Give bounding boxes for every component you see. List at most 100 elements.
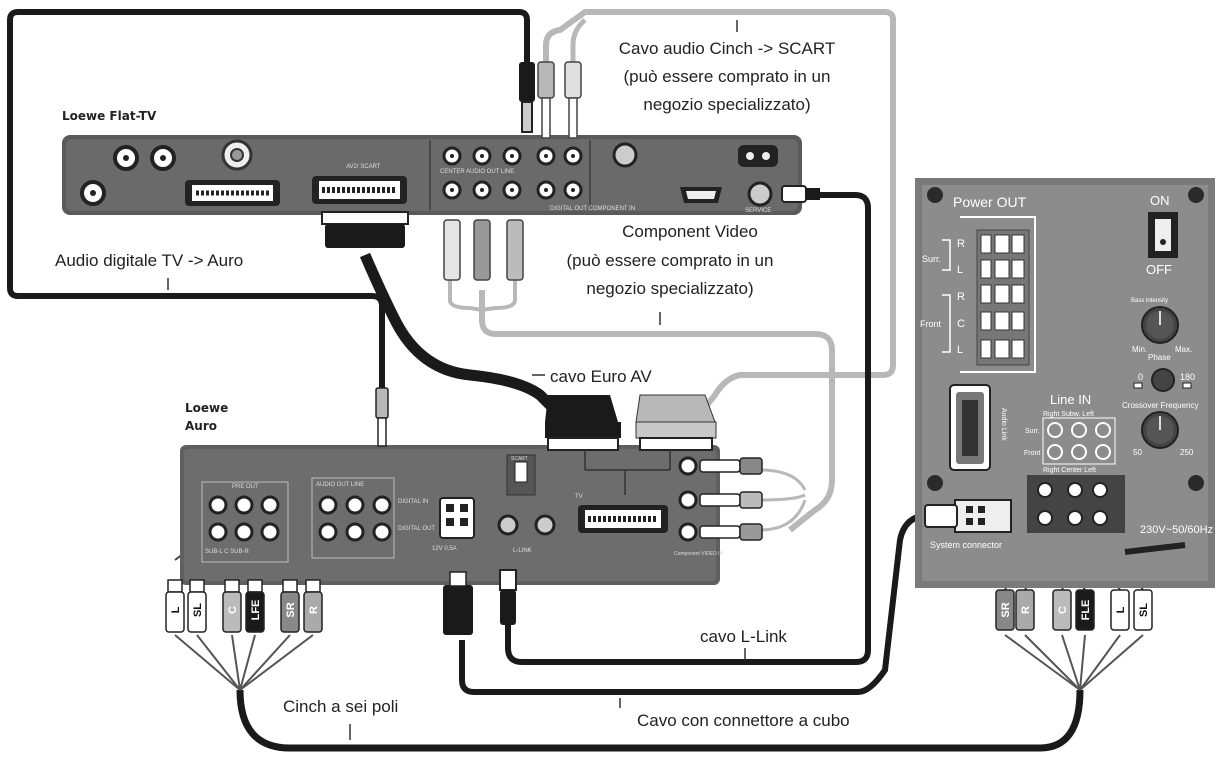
sub-bass-label: Bass intensity xyxy=(1131,298,1168,304)
sub-phase-knob[interactable] xyxy=(1151,368,1175,392)
right-plug-sr: SR xyxy=(1000,602,1012,617)
sub-line-in-label: Line IN xyxy=(1050,392,1091,407)
callout-six-pole: Cinch a sei poli xyxy=(283,697,398,716)
cable-component xyxy=(479,290,835,533)
sub-power-out-label: Power OUT xyxy=(953,194,1027,210)
callouts: Cavo audio Cinch -> SCART (può essere co… xyxy=(55,20,850,740)
tv-service-port xyxy=(747,181,773,207)
auro-tv-label: TV xyxy=(575,494,583,500)
callout-component-1: Component Video xyxy=(622,222,758,241)
sub-power-switch[interactable] xyxy=(1148,212,1178,258)
auro-preout-label: PRE OUT xyxy=(232,484,259,490)
callout-digital-audio: Audio digitale TV -> Auro xyxy=(55,251,243,270)
auro-llink-out xyxy=(534,514,556,536)
right-plug-r: R xyxy=(1020,606,1032,614)
left-plug-sl: SL xyxy=(192,603,204,617)
sub-front-label: Front xyxy=(920,319,942,329)
tv-service-label: SERVICE xyxy=(745,208,771,214)
sub-system-connector xyxy=(924,499,1012,533)
cable-digital-audio xyxy=(7,9,530,395)
auro-scart-switch-label: SCART xyxy=(511,456,528,462)
callout-llink: cavo L-Link xyxy=(700,627,787,646)
auro-title-2: Auro xyxy=(185,419,217,433)
sub-bass-knob[interactable] xyxy=(1141,306,1179,344)
right-plug-l: L xyxy=(1115,606,1127,613)
auro-scart-tv: TV xyxy=(575,494,668,533)
sub-system-connector-label: System connector xyxy=(930,540,1002,550)
six-pole-fan-right xyxy=(1004,634,1144,691)
auro-audio-jacks xyxy=(318,495,392,542)
auro-llink-in xyxy=(497,514,519,536)
left-plug-l: L xyxy=(170,606,182,613)
right-plug-c: C xyxy=(1057,606,1069,614)
cable-cinch-scart xyxy=(543,9,896,422)
auro-plugs xyxy=(375,387,763,635)
sub-crossover-label: Crossover Frequency xyxy=(1122,401,1198,410)
sub-freq-250: 250 xyxy=(1180,448,1194,457)
tv-title: Loewe Flat-TV xyxy=(62,109,157,123)
cable-euro-av xyxy=(359,252,569,424)
sub-rca-block xyxy=(1027,475,1125,533)
sub-line-front: Front xyxy=(1024,450,1040,457)
sub-line-in-top: Right Subw. Left xyxy=(1043,411,1094,418)
auro-power-label: 12V 0.5A xyxy=(432,546,457,552)
left-plug-sr: SR xyxy=(285,602,297,617)
sub-surr-l: L xyxy=(957,264,963,276)
tv-vga-port xyxy=(680,187,722,203)
auro-audio-label: AUDIO OUT LINE xyxy=(316,482,364,488)
callout-cinch-scart-3: negozio specializzato) xyxy=(643,95,810,114)
sub-audio-link-label: Audio Link xyxy=(1000,408,1007,441)
sub-speaker-terminals xyxy=(976,229,1030,366)
sub-bass-min: Min. xyxy=(1132,345,1147,354)
tv-mini-din xyxy=(612,142,638,168)
right-plug-sl: SL xyxy=(1138,603,1150,617)
auro-digital-in-label: DIGITAL IN xyxy=(398,499,428,505)
sub-bass-max: Max. xyxy=(1175,345,1192,354)
sub-line-in-bottom: Right Center Left xyxy=(1043,467,1096,474)
auro-component-label: Component VIDEO IN xyxy=(674,551,724,557)
sub-audio-link-port xyxy=(949,384,991,471)
sub-line-in-jacks xyxy=(1047,422,1111,460)
sub-phase-label: Phase xyxy=(1148,353,1171,362)
auro-component-jacks xyxy=(678,456,698,542)
sub-phase-180: 180 xyxy=(1180,372,1195,382)
auro-panel: PRE OUT SUB-L C SUB-R AUDIO OUT LINE DIG… xyxy=(180,445,724,585)
sub-front-c: C xyxy=(957,318,965,330)
tv-panel: AV2/ SCART CENTER AUDIO OUT LINE DIGITAL… xyxy=(62,135,802,215)
right-rca-plugs: SR R C FLE L SL xyxy=(995,589,1153,631)
left-plug-lfe: LFE xyxy=(250,600,262,621)
auro-preout-jacks xyxy=(208,495,280,542)
callout-component-3: negozio specializzato) xyxy=(586,279,753,298)
cable-cube xyxy=(459,512,931,695)
sub-surr-r: R xyxy=(957,238,965,250)
callout-euro-av: cavo Euro AV xyxy=(550,367,652,386)
right-plug-fle: FLE xyxy=(1080,600,1092,621)
sub-phase-0: 0 xyxy=(1138,372,1143,382)
auro-scart-switch: SCART xyxy=(506,454,536,496)
sub-surr-label: Surr. xyxy=(922,254,941,264)
tv-bottom-label: DIGITAL OUT COMPONENT IN xyxy=(550,206,635,212)
tv-cinch-label: CENTER AUDIO OUT LINE xyxy=(440,169,514,175)
auro-digital-out-label: DIGITAL OUT xyxy=(398,526,435,532)
sub-on-label: ON xyxy=(1150,193,1170,208)
callout-cinch-scart-1: Cavo audio Cinch -> SCART xyxy=(619,39,836,58)
tv-power-socket xyxy=(738,145,778,167)
sub-freq-50: 50 xyxy=(1133,448,1142,457)
callout-cinch-scart-2: (può essere comprato in un xyxy=(624,67,831,86)
callout-cube: Cavo con connettore a cubo xyxy=(637,711,850,730)
sub-mains-label: 230V~50/60Hz xyxy=(1140,524,1213,536)
auro-sub-label: SUB-L C SUB-R xyxy=(205,549,249,555)
cable-six-pole xyxy=(236,689,1084,752)
tv-scart-av2: AV2/ SCART xyxy=(312,164,407,204)
tv-scart-1 xyxy=(185,180,280,206)
auro-title-1: Loewe xyxy=(185,401,228,415)
tv-av2-label: AV2/ SCART xyxy=(346,164,381,170)
sub-line-surr: Surr. xyxy=(1025,428,1040,435)
sub-crossover-knob[interactable] xyxy=(1141,411,1179,449)
six-pole-fan-left xyxy=(174,634,314,691)
subwoofer-panel: Power OUT ON OFF R L Surr. R C L xyxy=(915,178,1215,588)
cable-llink xyxy=(505,192,871,665)
sub-off-label: OFF xyxy=(1146,262,1172,277)
auro-power-socket xyxy=(439,497,475,539)
